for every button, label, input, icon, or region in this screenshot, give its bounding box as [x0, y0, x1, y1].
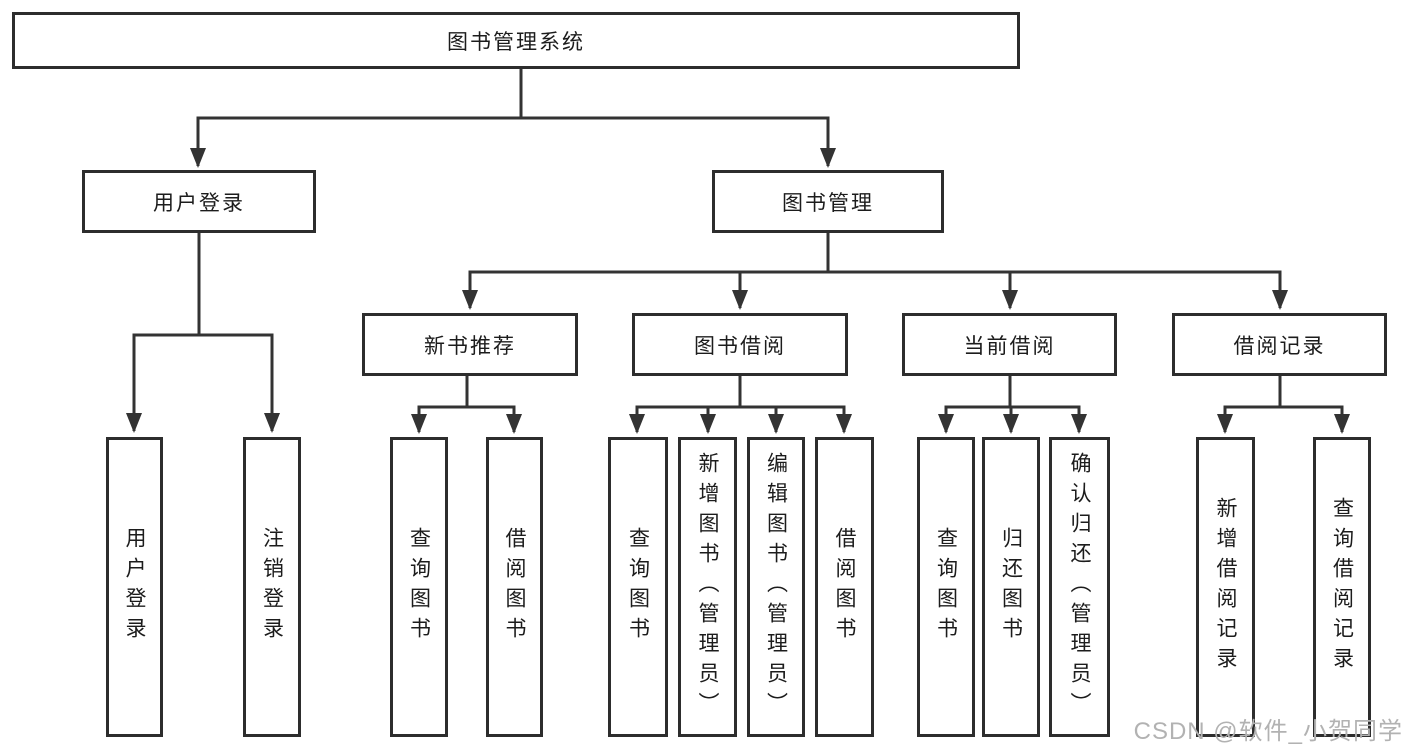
csdn-watermark: CSDN @软件_小贺同学: [1133, 718, 1403, 745]
node-root: 图书管理系统: [12, 12, 1020, 69]
leaf-query-books-recommend-label: 查询图书: [407, 527, 431, 647]
leaf-confirm-return-admin-label: 确认归还（管理员）: [1068, 452, 1091, 722]
leaf-query-borrow-record-label: 查询借阅记录: [1330, 497, 1354, 677]
leaf-logout: 注销登录: [243, 437, 301, 737]
node-borrow-records: 借阅记录: [1172, 313, 1387, 376]
node-new-book-recommend-label: 新书推荐: [424, 334, 516, 358]
leaf-return-books: 归还图书: [982, 437, 1040, 737]
node-new-book-recommend: 新书推荐: [362, 313, 578, 376]
node-book-borrowing: 图书借阅: [632, 313, 848, 376]
leaf-query-books-borrow: 查询图书: [608, 437, 668, 737]
node-user-login: 用户登录: [82, 170, 316, 233]
leaf-query-books-recommend: 查询图书: [390, 437, 448, 737]
node-borrow-records-label: 借阅记录: [1233, 334, 1326, 358]
node-current-borrowing-label: 当前借阅: [963, 334, 1056, 358]
leaf-borrow-books-label: 借阅图书: [833, 527, 856, 647]
node-book-management-label: 图书管理: [782, 191, 874, 215]
leaf-borrow-books-recommend-label: 借阅图书: [503, 527, 526, 647]
leaf-confirm-return-admin: 确认归还（管理员）: [1049, 437, 1110, 737]
leaf-query-borrow-record: 查询借阅记录: [1313, 437, 1371, 737]
leaf-edit-book-admin: 编辑图书（管理员）: [747, 437, 805, 737]
leaf-user-login-label: 用户登录: [123, 527, 146, 647]
leaf-add-borrow-record: 新增借阅记录: [1196, 437, 1255, 737]
leaf-query-books-current: 查询图书: [917, 437, 975, 737]
node-root-label: 图书管理系统: [447, 30, 585, 54]
leaf-borrow-books-recommend: 借阅图书: [486, 437, 543, 737]
leaf-query-books-current-label: 查询图书: [934, 527, 958, 647]
leaf-user-login: 用户登录: [106, 437, 163, 737]
leaf-add-book-admin-label: 新增图书（管理员）: [696, 452, 719, 722]
leaf-return-books-label: 归还图书: [999, 527, 1023, 647]
node-current-borrowing: 当前借阅: [902, 313, 1117, 376]
leaf-logout-label: 注销登录: [260, 527, 284, 647]
leaf-borrow-books: 借阅图书: [815, 437, 874, 737]
node-user-login-label: 用户登录: [153, 191, 245, 215]
leaf-edit-book-admin-label: 编辑图书（管理员）: [764, 452, 788, 722]
leaf-add-book-admin: 新增图书（管理员）: [678, 437, 737, 737]
node-book-management: 图书管理: [712, 170, 944, 233]
leaf-query-books-borrow-label: 查询图书: [626, 527, 650, 647]
leaf-add-borrow-record-label: 新增借阅记录: [1214, 497, 1237, 677]
node-book-borrowing-label: 图书借阅: [694, 334, 786, 358]
